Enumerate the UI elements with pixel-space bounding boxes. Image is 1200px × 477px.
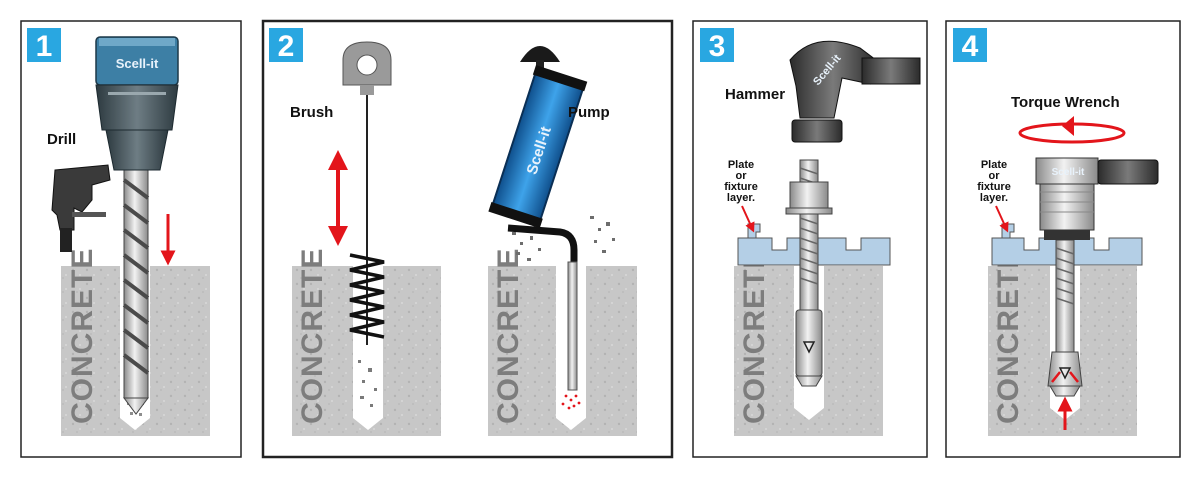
- step-number: 4: [962, 30, 979, 63]
- dust-cloud: [512, 216, 615, 261]
- concrete-label: CONCRETE: [296, 248, 329, 424]
- svg-text:Plate: Plate: [728, 159, 754, 171]
- svg-text:or: or: [989, 170, 1001, 182]
- drill-label: Drill: [47, 131, 76, 148]
- drill-bit: [122, 167, 150, 415]
- concrete-label: CONCRETE: [492, 248, 525, 424]
- plate-pointer-arrow: [741, 205, 755, 233]
- pump-label: Pump: [568, 104, 610, 121]
- torque-wrench-tool: Scell-it: [1035, 157, 1159, 240]
- step-1-panel: 1 CONCRETE Scell-it Dril: [20, 20, 242, 458]
- step-number: 2: [278, 30, 295, 63]
- step-badge: [27, 28, 61, 62]
- pump-tool: Scell-it: [488, 46, 588, 391]
- step-badge: [700, 28, 734, 62]
- concrete-label: CONCRETE: [992, 248, 1025, 424]
- svg-text:fixture: fixture: [724, 181, 758, 193]
- air-blast: [561, 394, 581, 410]
- plate-label: Plate or fixture layer.: [724, 159, 758, 204]
- plate-label: Plate or fixture layer.: [977, 159, 1011, 204]
- svg-text:layer.: layer.: [980, 192, 1008, 204]
- rotation-arrow-head: [1062, 116, 1074, 136]
- torque-wrench-label: Torque Wrench: [1011, 94, 1120, 111]
- brush-tool: [342, 41, 392, 345]
- step-3-panel: 3 CONCRETE Scell-it Hammer Plate or: [692, 20, 928, 458]
- svg-text:layer.: layer.: [727, 192, 755, 204]
- step-badge: [953, 28, 987, 62]
- svg-text:or: or: [736, 170, 748, 182]
- brush-label: Brush: [290, 104, 333, 121]
- svg-text:fixture: fixture: [977, 181, 1011, 193]
- step-badge: [269, 28, 303, 62]
- step-number: 3: [709, 30, 726, 63]
- brand-label: Scell-it: [1052, 167, 1085, 178]
- step-4-panel: 4 CONCRETE Scell-it Torque Wrench Plate …: [945, 20, 1181, 458]
- step-number: 1: [36, 30, 53, 63]
- concrete-label: CONCRETE: [66, 248, 99, 424]
- concrete-label: CONCRETE: [738, 248, 771, 424]
- drill-icon: [51, 164, 111, 252]
- anchor-bolt: [785, 159, 833, 387]
- dust-particles: [358, 360, 377, 407]
- hammer-label: Hammer: [725, 86, 785, 103]
- expansion-marks: [1051, 371, 1079, 383]
- drill-chuck: Scell-it: [95, 36, 179, 171]
- svg-text:Plate: Plate: [981, 159, 1007, 171]
- step-2-panel: 2 CONCRETE Brush CONCRETE: [261, 19, 674, 459]
- brand-label: Scell-it: [116, 56, 159, 71]
- hammer-tool: Scell-it: [789, 40, 921, 143]
- plate-pointer-arrow: [995, 205, 1009, 233]
